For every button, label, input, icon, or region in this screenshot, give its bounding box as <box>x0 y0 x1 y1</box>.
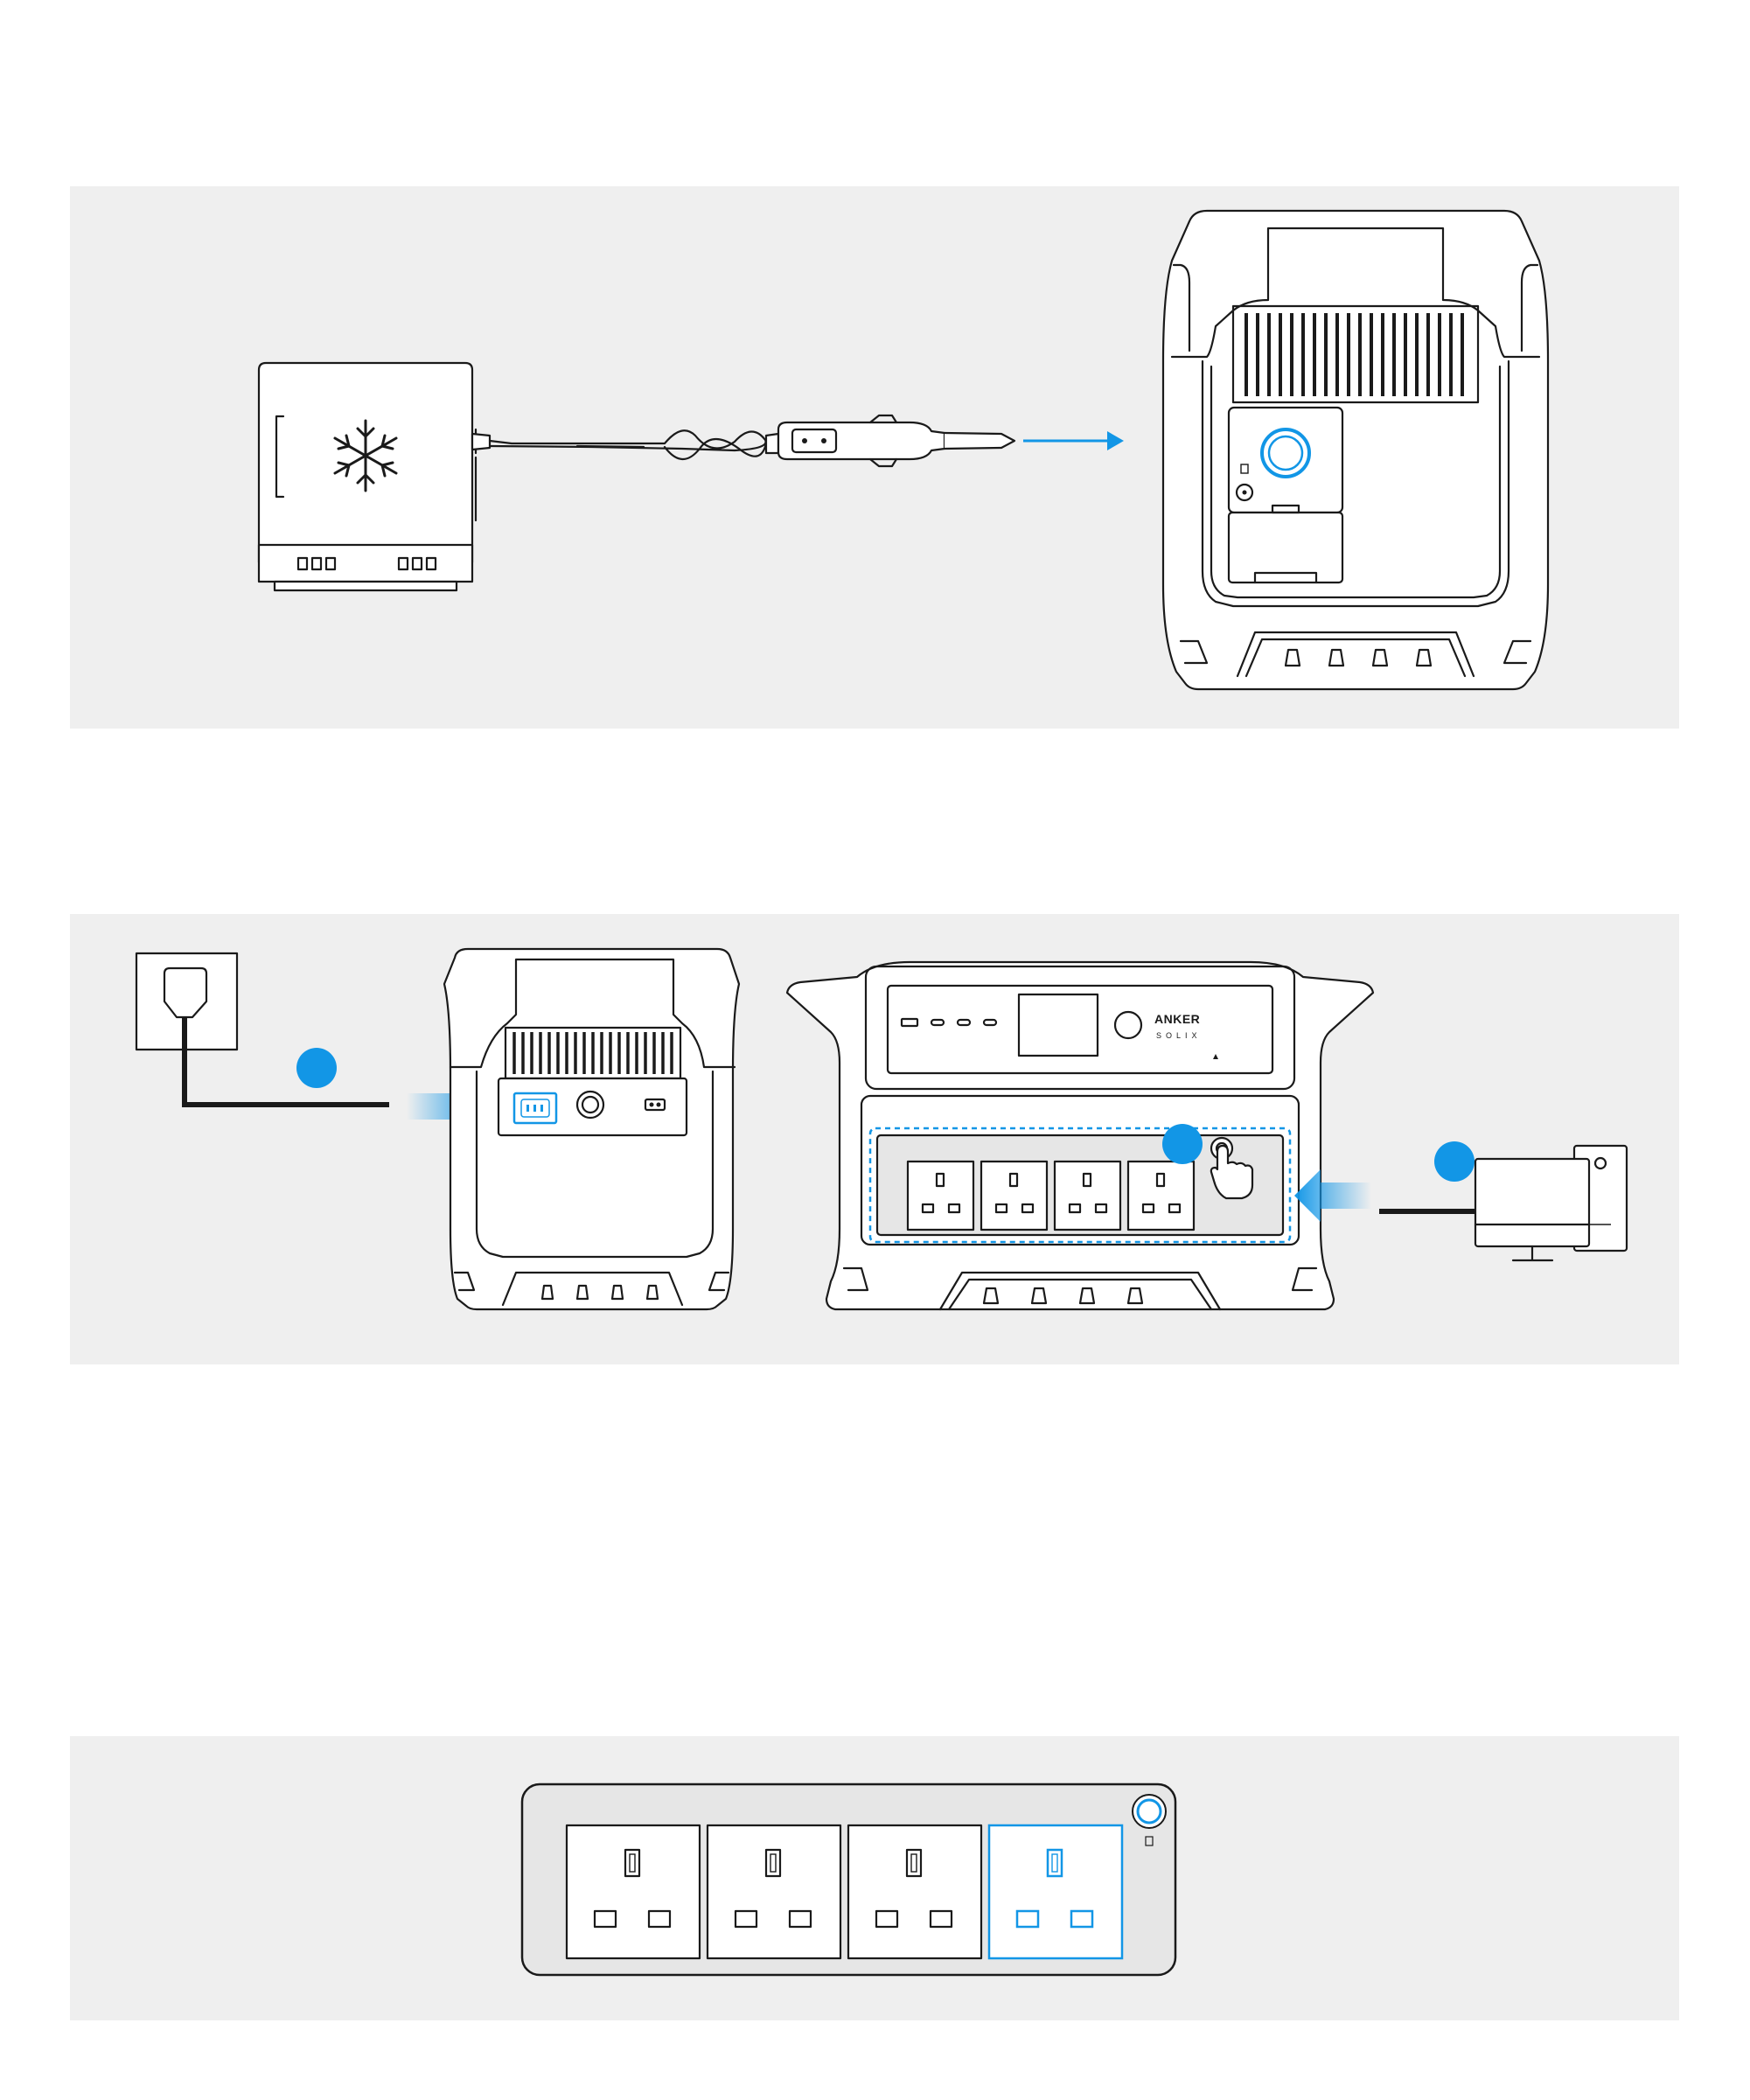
power-button-icon <box>1115 1012 1141 1038</box>
outlet-4-ups-highlight <box>989 1825 1122 1958</box>
panel-car-fridge-connection <box>70 186 1679 729</box>
outlet-2 <box>708 1825 840 1958</box>
power-station-back-view <box>444 949 739 1309</box>
car-fridge-illustration <box>259 363 476 590</box>
car-charger-cable <box>472 415 1014 466</box>
step-3-marker <box>1434 1141 1475 1182</box>
step-2-marker <box>1162 1124 1203 1164</box>
outlet-1 <box>567 1825 700 1958</box>
outlet-3 <box>848 1825 981 1958</box>
step-1-marker <box>296 1048 337 1088</box>
panel-ups-connection: ANKER SOLIX <box>70 914 1679 1364</box>
brand-name: ANKER <box>1154 1012 1200 1026</box>
panel-ups-outlet-closeup <box>70 1736 1679 2020</box>
desktop-computer-illustration <box>1379 1146 1627 1260</box>
blue-arrow-icon <box>1023 431 1124 450</box>
power-station-back-view <box>1163 211 1548 689</box>
brand-sub: SOLIX <box>1156 1031 1202 1040</box>
wall-outlet-illustration <box>136 953 389 1105</box>
ups-illustration: ANKER SOLIX <box>70 914 1679 1364</box>
car-charging-illustration <box>70 186 1679 729</box>
ups-outlet-closeup-illustration <box>70 1736 1679 2020</box>
power-station-front-view: ANKER SOLIX <box>787 962 1373 1309</box>
